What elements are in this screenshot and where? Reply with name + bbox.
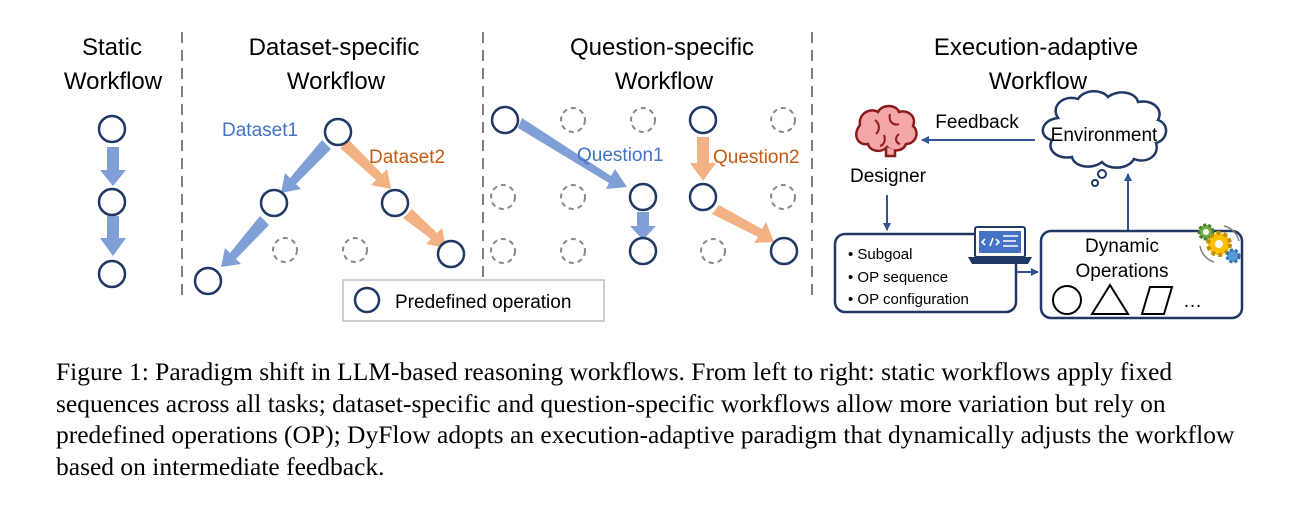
legend-node-icon xyxy=(353,286,381,314)
dataset2-label: Dataset2 xyxy=(369,147,445,168)
dynamic-ellipsis: … xyxy=(1183,291,1202,312)
plan-box xyxy=(833,232,1018,314)
static-workflow xyxy=(97,114,127,289)
question-node-start-2 xyxy=(688,105,718,135)
legend-label: Predefined operation xyxy=(395,292,571,313)
dataset-workflow: Dataset1 Dataset2 xyxy=(193,117,466,296)
dataset-node-unused-1 xyxy=(272,237,298,263)
question-node-end-1 xyxy=(628,236,658,266)
environment-cloud xyxy=(1041,90,1168,187)
execution-heading-line1: Execution-adaptive xyxy=(934,34,1138,61)
dynamic-label-line1: Dynamic xyxy=(1085,236,1159,257)
question1-arrow-2 xyxy=(630,212,656,240)
dataset-node-top xyxy=(323,117,353,147)
plan-item-op-sequence: • OP sequence xyxy=(848,269,948,286)
dataset-node-right xyxy=(380,188,410,218)
question-node-start-1 xyxy=(490,105,520,135)
question2-arrow-1 xyxy=(690,137,716,181)
question-node-unused xyxy=(770,184,796,210)
plan-item-op-configuration: • OP configuration xyxy=(848,291,969,308)
dataset-heading-line2: Workflow xyxy=(287,68,386,95)
execution-workflow: Designer Environment Feedback • Subgoal … xyxy=(833,90,1244,320)
dataset2-arrow-2 xyxy=(403,209,446,248)
brain-icon xyxy=(855,104,918,158)
dataset2-arrow-1 xyxy=(340,140,391,189)
designer-label: Designer xyxy=(850,166,927,187)
dataset-heading-line1: Dataset-specific xyxy=(249,34,420,61)
dataset-node-bottom-left xyxy=(193,266,223,296)
dataset1-arrow-1 xyxy=(281,140,331,193)
workflow-paradigm-figure: Static Workflow Dataset-specific Workflo… xyxy=(64,32,1244,322)
legend: Predefined operation xyxy=(342,279,605,322)
static-heading-line2: Workflow xyxy=(64,68,163,95)
question-node-unused xyxy=(560,107,586,133)
question2-label: Question2 xyxy=(713,147,800,168)
static-node-2 xyxy=(97,187,127,217)
feedback-label: Feedback xyxy=(935,112,1019,133)
dataset-node-bottom-right xyxy=(436,239,466,269)
legend-box xyxy=(342,279,605,322)
question-node-unused xyxy=(770,107,796,133)
laptop-code-icon xyxy=(968,226,1032,264)
question1-label: Question1 xyxy=(577,145,664,166)
question-heading-line1: Question-specific xyxy=(570,34,754,61)
dynamic-operations-box xyxy=(1039,229,1244,320)
static-arrow-2 xyxy=(100,216,126,256)
question-node-mid-2 xyxy=(688,182,718,212)
question-node-unused xyxy=(700,238,726,264)
static-node-1 xyxy=(97,114,127,144)
static-arrow-1 xyxy=(100,147,126,186)
dynamic-parallelogram-shape xyxy=(1140,286,1174,315)
dataset1-arrow-2 xyxy=(221,216,269,267)
dataset1-label: Dataset1 xyxy=(222,120,298,141)
static-node-3 xyxy=(97,259,127,289)
question-node-unused xyxy=(560,184,586,210)
gears-icon xyxy=(1197,223,1241,264)
dynamic-circle-shape xyxy=(1052,285,1082,315)
figure-caption: Figure 1: Paradigm shift in LLM-based re… xyxy=(56,357,1235,481)
question-heading-line2: Workflow xyxy=(615,68,714,95)
static-heading-line1: Static xyxy=(82,34,142,61)
question-node-unused xyxy=(560,238,586,264)
question-workflow: Question1 Question2 xyxy=(490,105,800,266)
question2-arrow-2 xyxy=(712,205,774,243)
question-node-end-2 xyxy=(769,236,799,266)
environment-label: Environment xyxy=(1051,125,1158,146)
dynamic-triangle-shape xyxy=(1090,283,1130,315)
plan-item-subgoal: • Subgoal xyxy=(848,246,912,263)
dataset-node-left xyxy=(259,188,289,218)
dynamic-label-line2: Operations xyxy=(1076,261,1169,282)
execution-heading-line2: Workflow xyxy=(989,68,1088,95)
question1-arrow-1 xyxy=(518,118,627,189)
question-node-unused xyxy=(630,107,656,133)
dataset-node-unused-2 xyxy=(342,237,368,263)
question-node-unused xyxy=(490,238,516,264)
question-node-mid-1 xyxy=(628,182,658,212)
question-node-unused xyxy=(490,184,516,210)
